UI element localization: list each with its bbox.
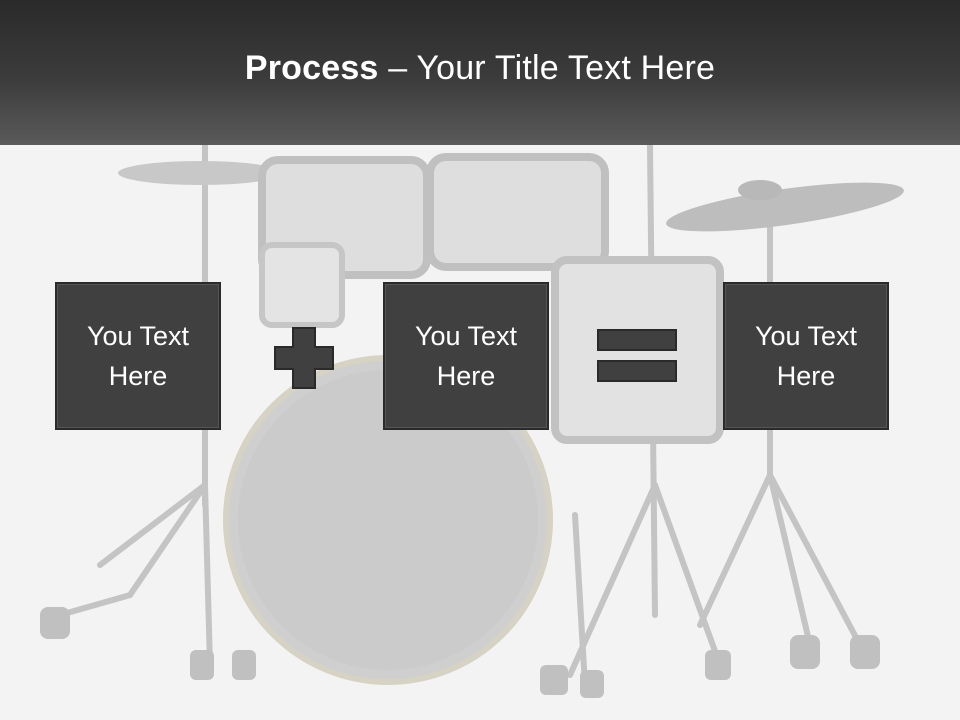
process-box-2: You Text Here [383,282,549,430]
slide-title: Process – Your Title Text Here [245,49,715,88]
plus-icon [274,327,334,389]
process-box-1: You Text Here [55,282,221,430]
process-box-3-text: You Text Here [754,321,858,391]
title-bar: Process – Your Title Text Here [0,0,960,145]
content-area: You Text Here You Text Here You Text Her… [0,145,960,720]
drum-kit-image [40,145,904,698]
process-box-1-text: You Text Here [86,321,190,391]
process-box-3: You Text Here [723,282,889,430]
title-bold: Process [244,49,379,87]
title-rest: – Your Title Text Here [378,49,716,87]
equals-icon [597,329,677,382]
process-box-2-text: You Text Here [414,321,518,391]
